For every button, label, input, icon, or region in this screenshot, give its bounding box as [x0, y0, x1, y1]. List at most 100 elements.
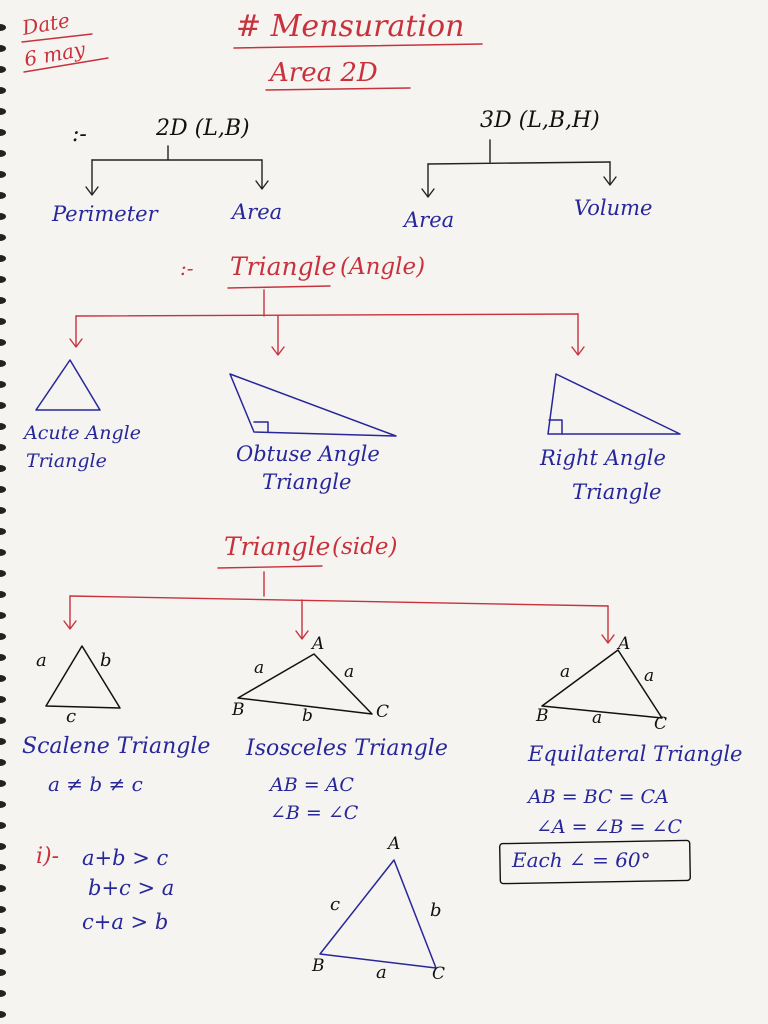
isosceles-side-ab: a — [254, 658, 265, 678]
date-value-underline — [23, 57, 109, 73]
side-qualifier: (side) — [332, 534, 398, 560]
binding-ring — [0, 570, 6, 577]
equilateral-name: Equilateral Triangle — [528, 742, 743, 766]
binding-ring — [0, 360, 6, 367]
binding-ring — [0, 948, 6, 955]
binding-ring — [0, 108, 6, 115]
tree-3d — [421, 139, 617, 198]
binding-ring — [0, 1011, 6, 1018]
binding-ring — [0, 276, 6, 283]
branch-area-2d: Area — [232, 200, 283, 224]
inequality-rule-1: a+b > c — [82, 846, 169, 870]
equilateral-rule-1: AB = BC = CA — [528, 786, 669, 808]
obtuse-height-mark — [253, 421, 269, 433]
right-label-2: Triangle — [572, 480, 662, 504]
isosceles-triangle-shape — [237, 653, 373, 715]
label-2d: 2D (L,B) — [156, 116, 250, 141]
binding-ring — [0, 696, 6, 703]
inequality-side-c: c — [330, 894, 341, 915]
binding-ring — [0, 297, 6, 304]
tree-side — [63, 571, 615, 644]
binding-ring — [0, 213, 6, 220]
binding-ring — [0, 339, 6, 346]
right-triangle-shape — [547, 373, 681, 435]
binding-ring — [0, 129, 6, 136]
acute-triangle-shape — [35, 359, 101, 411]
binding-ring — [0, 234, 6, 241]
binding-ring — [0, 486, 6, 493]
equilateral-boxed-rule: Each ∠ = 60° — [512, 848, 651, 872]
inequality-side-b: b — [430, 900, 442, 921]
equilateral-triangle-shape — [541, 649, 663, 719]
binding-ring — [0, 612, 6, 619]
binding-ring — [0, 45, 6, 52]
page-subtitle: Area 2D — [270, 58, 378, 88]
equilateral-vertex-a: A — [618, 634, 631, 654]
title-underline — [233, 43, 483, 49]
angle-heading-underline — [227, 285, 331, 289]
scalene-rule: a ≠ b ≠ c — [48, 772, 143, 796]
angle-bullet: :- — [180, 256, 194, 280]
binding-ring — [0, 549, 6, 556]
binding-ring — [0, 990, 6, 997]
scalene-name: Scalene Triangle — [22, 734, 211, 759]
acute-label-1: Acute Angle — [24, 422, 141, 444]
obtuse-label-1: Obtuse Angle — [236, 442, 380, 466]
isosceles-vertex-b: B — [232, 700, 245, 720]
binding-ring — [0, 87, 6, 94]
binding-ring — [0, 759, 6, 766]
binding-ring — [0, 801, 6, 808]
binding-ring — [0, 423, 6, 430]
binding-ring — [0, 822, 6, 829]
scalene-side-b: b — [100, 650, 112, 671]
scalene-side-a: a — [36, 650, 47, 671]
page-title: # Mensuration — [236, 9, 465, 44]
equilateral-vertex-b: B — [536, 706, 549, 726]
inequality-vertex-a: A — [388, 834, 401, 854]
isosceles-rule-1: AB = AC — [270, 774, 354, 796]
binding-ring — [0, 381, 6, 388]
binding-ring — [0, 738, 6, 745]
binding-ring — [0, 675, 6, 682]
isosceles-side-ac: a — [344, 662, 355, 682]
binding-ring — [0, 507, 6, 514]
dimensions-bullet: :- — [72, 122, 87, 147]
binding-ring — [0, 192, 6, 199]
acute-label-2: Triangle — [26, 450, 107, 472]
equilateral-side-bc: a — [592, 708, 603, 728]
binding-ring — [0, 465, 6, 472]
equilateral-result-box — [499, 839, 691, 885]
side-heading: Triangle — [224, 532, 331, 561]
equilateral-vertex-c: C — [654, 714, 668, 734]
right-angle-mark — [548, 419, 563, 435]
binding-ring — [0, 255, 6, 262]
inequality-rule-3: c+a > b — [82, 910, 169, 934]
tree-angle — [69, 289, 585, 356]
date-underline — [21, 33, 93, 43]
binding-ring — [0, 969, 6, 976]
inequality-rule-2: b+c > a — [88, 876, 175, 900]
tree-2d — [85, 145, 269, 196]
binding-ring — [0, 843, 6, 850]
binding-ring — [0, 885, 6, 892]
binding-ring — [0, 444, 6, 451]
binding-ring — [0, 927, 6, 934]
branch-perimeter: Perimeter — [52, 202, 158, 226]
binding-ring — [0, 633, 6, 640]
subtitle-underline — [265, 87, 411, 91]
binding-ring — [0, 780, 6, 787]
binding-ring — [0, 717, 6, 724]
branch-area-3d: Area — [404, 208, 455, 232]
binding-ring — [0, 528, 6, 535]
right-label-1: Right Angle — [540, 446, 666, 470]
obtuse-triangle-shape — [229, 373, 397, 437]
binding-ring — [0, 591, 6, 598]
binding-ring — [0, 402, 6, 409]
isosceles-vertex-c: C — [376, 702, 390, 722]
binding-ring — [0, 24, 6, 31]
isosceles-side-bc: b — [302, 706, 313, 726]
scalene-triangle-shape — [45, 645, 121, 709]
binding-ring — [0, 864, 6, 871]
isosceles-vertex-a: A — [312, 634, 325, 654]
